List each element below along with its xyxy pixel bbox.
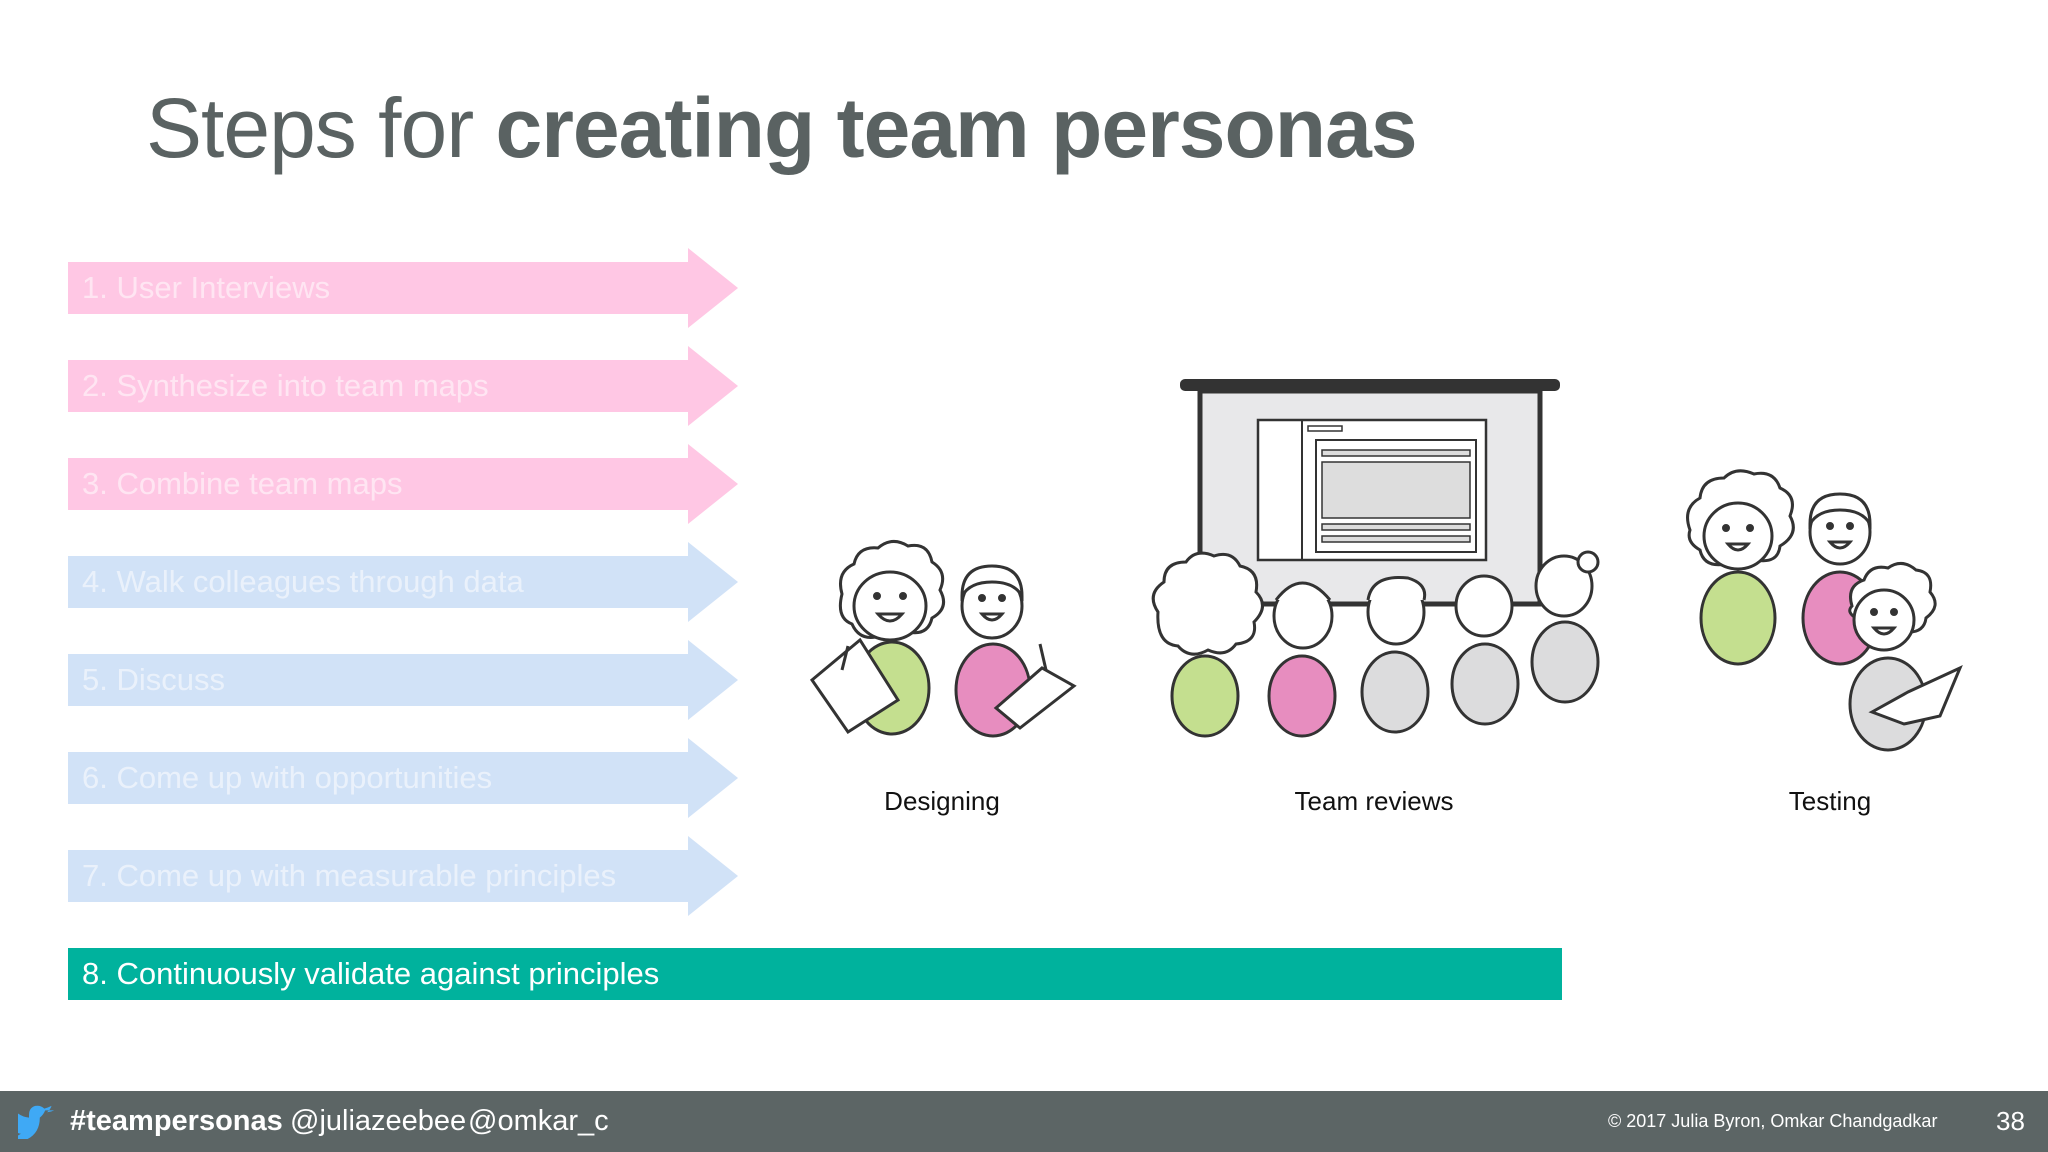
slide-title: Steps for creating team personas	[146, 81, 1418, 175]
step-label: 2. Synthesize into team maps	[82, 368, 489, 403]
person-body	[1699, 570, 1777, 666]
page-number: 38	[1996, 1106, 2025, 1136]
footer-handle-1: @juliazeebee	[290, 1105, 467, 1137]
step-label: 8. Continuously validate against princip…	[82, 956, 660, 991]
team-reviews-illustration	[1151, 379, 1600, 738]
curly-head-back	[1151, 551, 1264, 656]
step-label: 3. Combine team maps	[82, 466, 403, 501]
step-label: 5. Discuss	[82, 662, 225, 697]
person-body	[1530, 620, 1600, 704]
person-body	[1267, 654, 1337, 738]
title-light: Steps for	[146, 81, 474, 175]
laptop	[1868, 665, 1963, 726]
title-bold: creating team personas	[495, 81, 1418, 175]
footer-hashtag: #teampersonas	[70, 1105, 283, 1137]
paper	[993, 666, 1077, 730]
person-body	[1450, 642, 1520, 726]
caption-team-reviews: Team reviews	[1294, 786, 1454, 816]
step-label: 7. Come up with measurable principles	[82, 858, 617, 893]
caption-testing: Testing	[1788, 786, 1872, 816]
twitter-bird-icon	[18, 1105, 55, 1139]
designing-illustration	[809, 540, 1077, 738]
screen-bar	[1180, 379, 1560, 391]
footer-copyright: © 2017 Julia Byron, Omkar Chandgadkar	[1608, 1111, 1938, 1131]
illustrations	[809, 379, 1963, 752]
caption-designing: Designing	[884, 786, 1000, 816]
step-label: 4. Walk colleagues through data	[82, 564, 524, 599]
footer-bar: #teampersonas @juliazeebee @omkar_c © 20…	[0, 1091, 2048, 1152]
paper	[809, 637, 901, 735]
testing-illustration	[1686, 469, 1963, 752]
steps-list: 1. User Interviews 2. Synthesize into te…	[68, 248, 1562, 1000]
person-body	[1170, 654, 1240, 738]
person-body	[1360, 650, 1430, 734]
footer-handle-2: @omkar_c	[468, 1105, 609, 1137]
step-label: 6. Come up with opportunities	[82, 760, 493, 795]
step-label: 1. User Interviews	[82, 270, 331, 305]
